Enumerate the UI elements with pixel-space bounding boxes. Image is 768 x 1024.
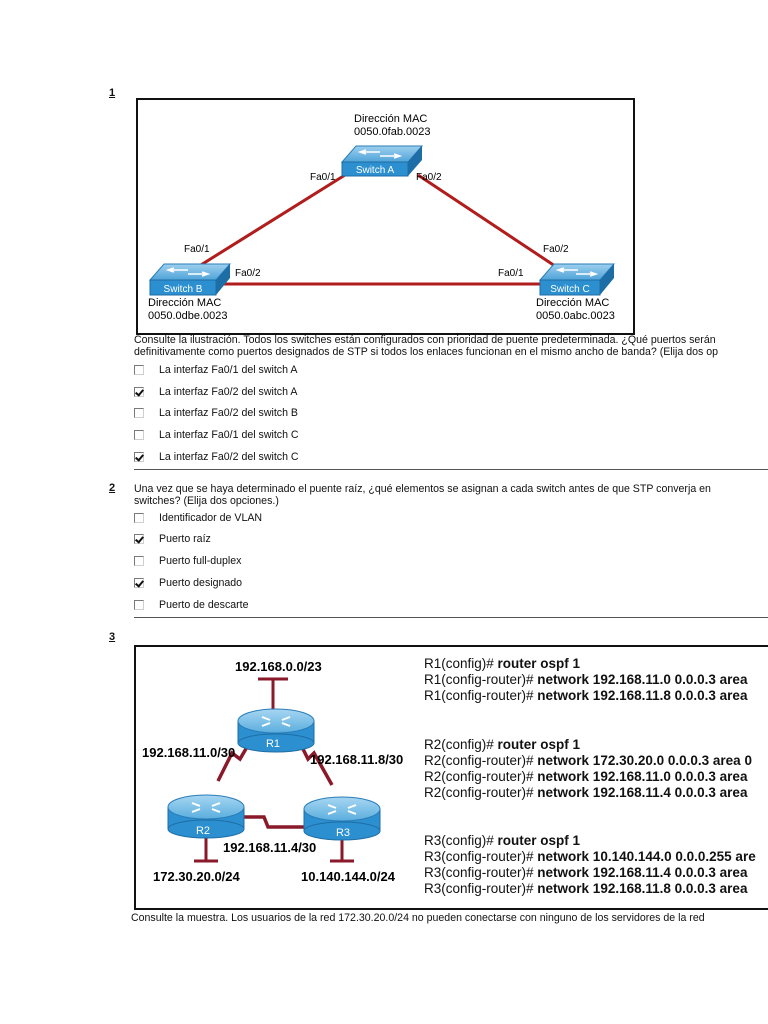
switch-c-name: Switch C [550,284,589,295]
answer-label: Puerto designado [159,577,243,589]
router-r3-icon [303,796,381,841]
question-number: 1 [109,87,116,99]
answer-option[interactable]: Puerto full-duplex [134,554,241,568]
net-label-r1-r2: 192.168.11.0/30 [142,745,235,760]
switch-c-mac-label: Dirección MAC [536,297,609,309]
config-line: R1(config-router)# network 192.168.11.8 … [424,688,748,703]
net-label-r2-lan: 172.30.20.0/24 [153,869,241,884]
switch-b-mac: 0050.0dbe.0023 [148,310,228,322]
switch-b-mac-label: Dirección MAC [148,297,221,309]
answer-label: Puerto full-duplex [159,555,242,567]
link-a-c [417,173,559,270]
net-label-r3-lan: 10.140.144.0/24 [301,869,396,884]
question-number: 2 [109,482,116,494]
switch-b-port-fa02: Fa0/2 [235,268,261,279]
config-line: R1(config)# router ospf 1 [424,656,581,671]
config-line: R2(config)# router ospf 1 [424,737,581,752]
config-line: R2(config-router)# network 172.30.20.0 0… [424,753,752,768]
question-text-line: switches? (Elija dos opciones.) [134,495,279,507]
answer-checkbox[interactable] [134,365,144,375]
switch-a-mac: 0050.0fab.0023 [354,126,430,138]
config-line: R3(config)# router ospf 1 [424,833,581,848]
switch-c-icon [538,263,616,296]
config-line: R3(config-router)# network 192.168.11.8 … [424,881,748,896]
switch-c-mac: 0050.0abc.0023 [536,310,615,322]
router-r1-icon [237,708,315,753]
router-r2-icon [167,794,245,839]
switch-a-icon [340,145,424,177]
switch-c-port-fa01: Fa0/1 [498,268,524,279]
answer-label: La interfaz Fa0/2 del switch C [159,451,299,463]
answer-label: Puerto raíz [159,533,211,545]
question-text-line: Una vez que se haya determinado el puent… [134,483,711,495]
net-label-r1-r3: 192.168.11.8/30 [310,752,403,767]
switch-c-port-fa02: Fa0/2 [543,244,569,255]
config-line: R2(config-router)# network 192.168.11.4 … [424,785,748,800]
question-divider [134,469,768,470]
switch-a-port-fa01: Fa0/1 [310,172,336,183]
answer-checkbox[interactable] [134,387,144,397]
question-text-line: Consulte la muestra. Los usuarios de la … [131,912,705,924]
answer-label: La interfaz Fa0/2 del switch B [159,407,298,419]
switch-a-mac-label: Dirección MAC [354,113,427,125]
link-a-b [195,173,346,270]
answer-checkbox[interactable] [134,513,144,523]
switch-b-icon [148,263,232,296]
answer-label: La interfaz Fa0/1 del switch A [159,364,298,376]
answer-label: Puerto de descarte [159,599,249,611]
answer-option[interactable]: Puerto designado [134,576,242,590]
stp-topology-diagram: Switch A Dirección MAC 0050.0fab.0023 Fa… [148,113,616,322]
answer-checkbox[interactable] [134,600,144,610]
config-line: R3(config-router)# network 192.168.11.4 … [424,865,748,880]
question-text-line: definitivamente como puertos designados … [134,346,718,358]
answer-option[interactable]: La interfaz Fa0/2 del switch B [134,406,298,420]
config-line: R1(config-router)# network 192.168.11.0 … [424,672,748,687]
answer-option[interactable]: Identificador de VLAN [134,511,262,525]
answer-label: La interfaz Fa0/2 del switch A [159,386,298,398]
stp-topology-figure: Switch A Dirección MAC 0050.0fab.0023 Fa… [136,98,635,335]
answer-checkbox[interactable] [134,534,144,544]
serial-link-r2-r3 [232,815,306,829]
answer-option[interactable]: La interfaz Fa0/2 del switch A [134,385,297,399]
answer-checkbox[interactable] [134,408,144,418]
net-label-top: 192.168.0.0/23 [235,659,322,674]
switch-a-name: Switch A [356,165,395,176]
answer-option[interactable]: La interfaz Fa0/1 del switch C [134,428,299,442]
answer-label: Identificador de VLAN [159,512,263,524]
answer-checkbox[interactable] [134,430,144,440]
question-divider [134,617,768,618]
answer-checkbox[interactable] [134,578,144,588]
answer-option[interactable]: Puerto de descarte [134,598,249,612]
question-number: 3 [109,631,116,643]
ospf-topology-diagram: R1 R2 R3 192.168.0.0/23 192.168.11.0/30 … [142,659,403,884]
router-r3-label: R3 [336,827,350,839]
config-line: R3(config-router)# network 10.140.144.0 … [424,849,756,864]
ospf-topology-figure: R1 R2 R3 192.168.0.0/23 192.168.11.0/30 … [134,645,768,910]
router-r1-label: R1 [266,738,280,750]
config-line: R2(config-router)# network 192.168.11.0 … [424,769,748,784]
switch-b-port-fa01: Fa0/1 [184,244,210,255]
answer-checkbox[interactable] [134,556,144,566]
answer-option[interactable]: Puerto raíz [134,532,211,546]
switch-a-port-fa02: Fa0/2 [416,172,442,183]
question-text-line: Consulte la ilustración. Todos los switc… [134,334,716,346]
answer-option[interactable]: La interfaz Fa0/2 del switch C [134,450,299,464]
answer-option[interactable]: La interfaz Fa0/1 del switch A [134,363,297,377]
net-label-r2-r3: 192.168.11.4/30 [223,840,316,855]
switch-b-name: Switch B [164,284,203,295]
answer-checkbox[interactable] [134,452,144,462]
answer-label: La interfaz Fa0/1 del switch C [159,429,299,441]
router-r2-label: R2 [196,825,210,837]
